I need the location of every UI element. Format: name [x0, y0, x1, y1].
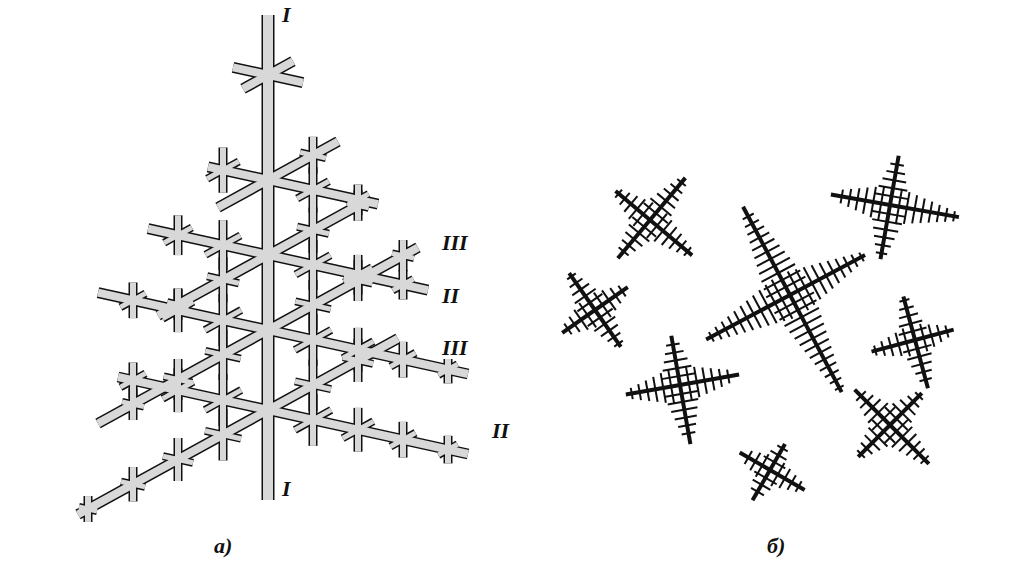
panel-label: а) [212, 535, 234, 557]
crystal-bar-outline [118, 377, 468, 454]
axis-label: I [280, 478, 293, 500]
crystal-bar [208, 167, 378, 204]
main-axis [903, 297, 915, 340]
main-axis [569, 273, 595, 310]
main-axis [650, 220, 692, 255]
main-axis [626, 385, 680, 395]
main-axis [595, 287, 628, 310]
crystal-bar [148, 229, 428, 291]
main-axis [770, 470, 805, 490]
main-axis [855, 390, 890, 425]
main-axis [790, 255, 865, 295]
main-axis [890, 156, 899, 205]
dendrite-3d [78, 15, 468, 522]
axis-label: III [440, 337, 470, 359]
axis-label: II [440, 285, 461, 307]
crystal-bar [263, 15, 273, 500]
crystal-bar [98, 293, 468, 374]
main-axis [790, 295, 842, 392]
main-axis [671, 336, 680, 385]
main-axis [831, 195, 890, 205]
main-axis [890, 425, 929, 464]
main-axis [915, 340, 928, 388]
dendrite-section [562, 156, 959, 501]
main-axis [890, 393, 922, 425]
axis-label: I [280, 4, 293, 26]
panel-label: б) [765, 535, 787, 557]
crystal-bar-outline [98, 293, 468, 374]
axis-label: III [440, 232, 470, 254]
crystal-bar [118, 377, 468, 454]
main-axis [706, 295, 790, 340]
main-axis [616, 191, 650, 220]
crystal-bar [98, 248, 418, 424]
main-axis [680, 375, 739, 385]
axis-label: II [490, 420, 511, 442]
main-axis [770, 444, 785, 470]
main-axis [595, 310, 621, 347]
main-axis [650, 178, 685, 220]
main-axis [562, 310, 595, 333]
main-axis [890, 205, 959, 217]
main-axis [740, 453, 770, 471]
crystal-bar-outline [262, 15, 275, 500]
main-axis [858, 425, 890, 457]
main-axis [743, 207, 790, 295]
main-axis [618, 220, 650, 258]
main-axis [880, 205, 890, 259]
main-axis [915, 330, 954, 340]
main-axis [753, 470, 771, 500]
main-axis [872, 340, 915, 352]
crystal-bar-outline [98, 248, 418, 424]
main-axis [680, 385, 690, 444]
